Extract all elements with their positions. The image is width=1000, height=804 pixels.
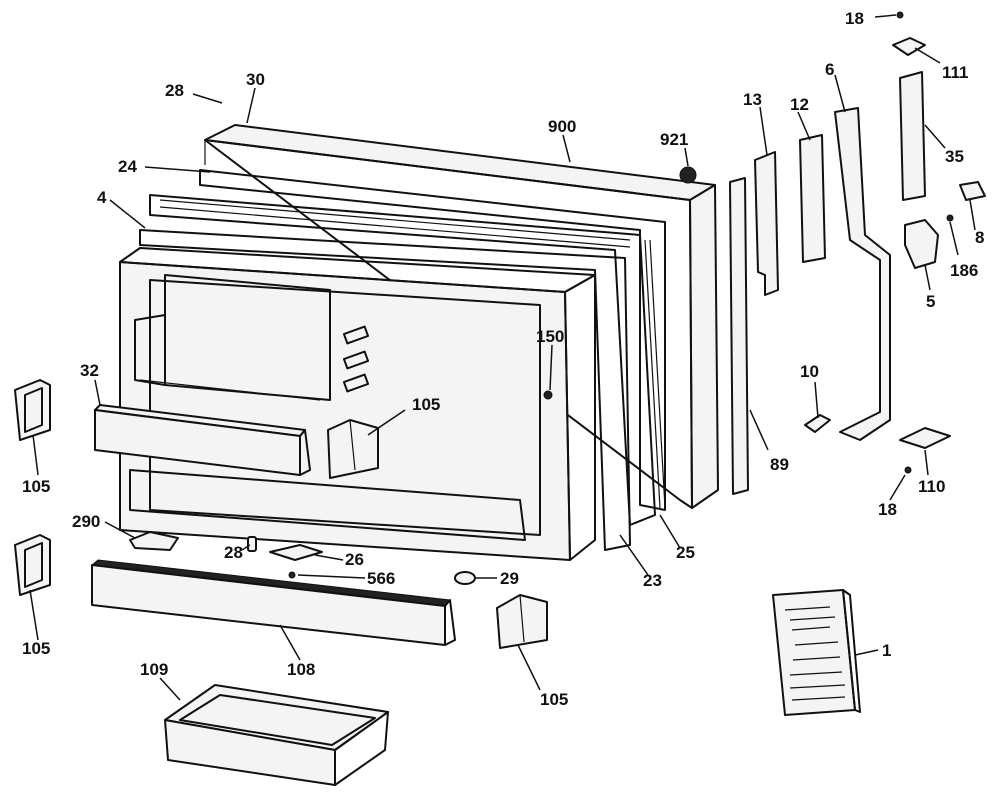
callout-5: 5 (926, 292, 935, 311)
callout-110: 110 (918, 477, 945, 496)
callout-105-center: 105 (412, 395, 440, 414)
callout-10: 10 (800, 362, 819, 381)
callout-24: 24 (118, 157, 137, 176)
callout-25: 25 (676, 543, 695, 562)
callout-900: 900 (548, 117, 576, 136)
callout-29: 29 (500, 569, 519, 588)
callout-28-top: 28 (165, 81, 184, 100)
callout-32: 32 (80, 361, 99, 380)
callout-13: 13 (743, 90, 762, 109)
callout-30: 30 (246, 70, 265, 89)
callout-12: 12 (790, 95, 809, 114)
callout-290: 290 (72, 512, 100, 531)
callout-109: 109 (140, 660, 168, 679)
door-shelf-108 (90, 559, 456, 646)
callout-111: 111 (942, 63, 969, 82)
inner-door-liner (119, 247, 596, 561)
shelf-retainer-left-upper (14, 379, 51, 441)
leader-lines (29, 14, 976, 701)
shelf-retainer-left-lower (14, 534, 51, 596)
callout-1: 1 (882, 641, 891, 660)
upper-hinge-parts (892, 37, 986, 269)
callout-150: 150 (536, 327, 564, 346)
callout-186: 186 (950, 261, 978, 280)
small-parts-bottom (129, 531, 476, 585)
callout-105-left-lower: 105 (22, 639, 50, 658)
callout-921: 921 (660, 130, 688, 149)
owners-manual-1 (772, 589, 861, 716)
callout-18-lower: 18 (878, 500, 897, 519)
callout-105-right: 105 (540, 690, 568, 709)
callout-18-top: 18 (845, 9, 864, 28)
callout-28-lower: 28 (224, 543, 243, 562)
callout-labels: 18 111 28 30 13 12 6 900 921 35 24 4 8 1… (22, 9, 984, 709)
hinge-bar-6 (834, 107, 891, 441)
callout-6: 6 (825, 60, 834, 79)
callout-26: 26 (345, 550, 364, 569)
callout-89: 89 (770, 455, 789, 474)
door-shelf-32 (94, 404, 311, 476)
lower-hinge-parts (804, 11, 951, 474)
callout-23: 23 (643, 571, 662, 590)
callout-35: 35 (945, 147, 964, 166)
strip-89 (729, 177, 749, 495)
callout-108: 108 (287, 660, 315, 679)
shelf-retainer-center (327, 419, 379, 479)
callout-4: 4 (97, 188, 107, 207)
breaker-strip-12 (799, 134, 826, 263)
breaker-strip-13 (754, 151, 779, 296)
callout-8: 8 (975, 228, 984, 247)
callout-566: 566 (367, 569, 395, 588)
door-bin-109 (164, 684, 389, 786)
callout-105-left-upper: 105 (22, 477, 50, 496)
door-gasket-layers (139, 169, 666, 551)
shelf-retainer-right (496, 594, 548, 649)
